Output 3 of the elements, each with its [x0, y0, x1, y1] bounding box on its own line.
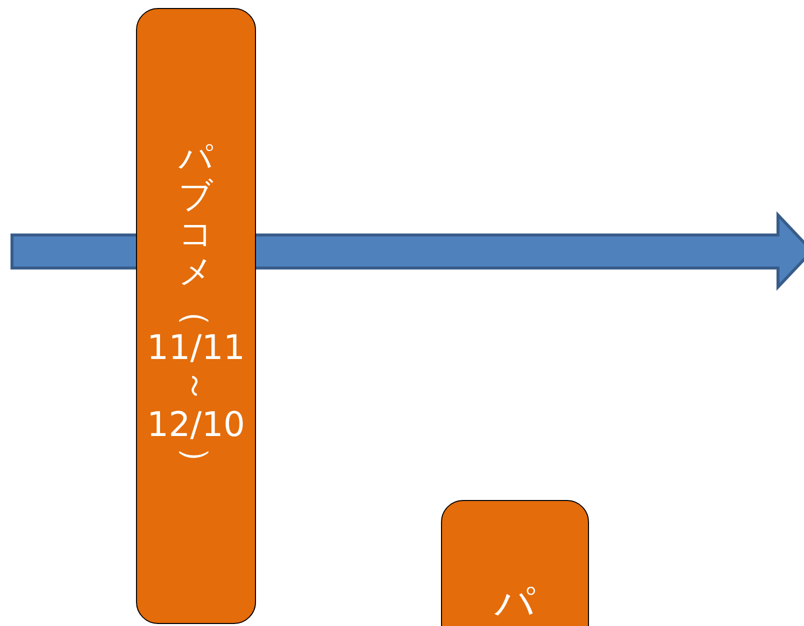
period-box [136, 8, 256, 624]
period-label: パ [494, 581, 536, 626]
period-label: パブコメ（11/11～12/10） [147, 139, 245, 482]
